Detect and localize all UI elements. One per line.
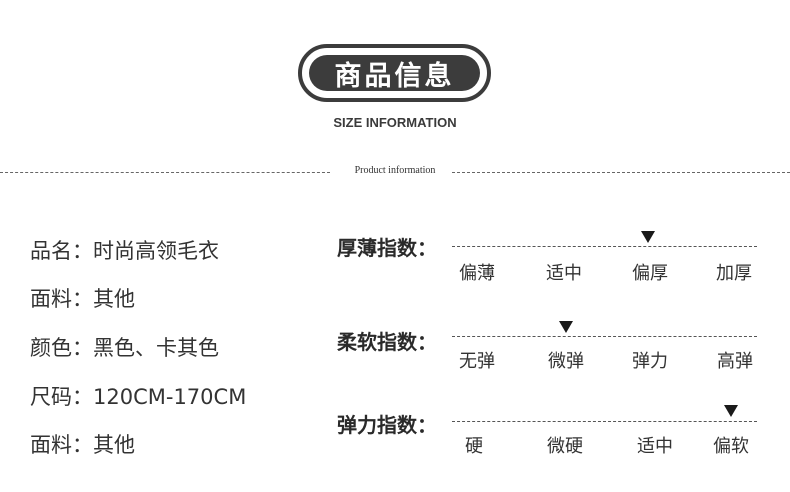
index-marker-thickness [641,231,655,243]
page-title: 商品信息 [334,60,455,92]
index-title-elasticity: 弹力指数： [337,413,437,437]
index-option: 适中 [637,436,673,457]
info-label: 面料： [30,433,93,457]
index-option: 无弹 [459,351,495,372]
divider-right [452,172,790,173]
index-option: 偏薄 [459,263,495,284]
index-option: 偏厚 [632,263,668,284]
index-option: 加厚 [716,263,752,284]
info-value: 其他 [93,433,135,457]
index-line-thickness [452,246,757,247]
index-option: 微弹 [548,351,584,372]
index-option: 高弹 [717,351,753,372]
divider-label: Product information [354,165,436,176]
info-label: 面料： [30,287,93,311]
index-marker-softness [559,321,573,333]
info-label: 颜色： [30,336,93,360]
info-row-name: 品名：时尚高领毛衣 [30,235,219,265]
info-row-fabric: 面料：其他 [30,283,135,313]
info-value: 黑色、卡其色 [93,336,219,360]
index-option: 弹力 [632,351,668,372]
info-value: 时尚高领毛衣 [93,239,219,263]
info-value: 其他 [93,287,135,311]
title-badge: 商品信息 [298,44,491,102]
index-marker-elasticity [724,405,738,417]
index-option: 适中 [546,263,582,284]
divider-left [0,172,330,173]
title-badge-fill: 商品信息 [309,55,480,92]
info-value: 120CM-170CM [93,385,247,409]
index-option: 微硬 [547,436,583,457]
index-title-softness: 柔软指数： [337,330,437,354]
index-line-softness [452,336,757,337]
info-label: 品名： [30,239,93,263]
info-label: 尺码： [30,385,93,409]
page-subtitle: SIZE INFORMATION [333,115,457,130]
info-row-size: 尺码：120CM-170CM [30,381,246,411]
info-row-fabric-2: 面料：其他 [30,429,135,459]
index-option: 硬 [465,436,483,457]
index-line-elasticity [452,421,757,422]
index-option: 偏软 [713,436,749,457]
info-row-color: 颜色：黑色、卡其色 [30,332,219,362]
index-title-thickness: 厚薄指数： [337,236,437,260]
